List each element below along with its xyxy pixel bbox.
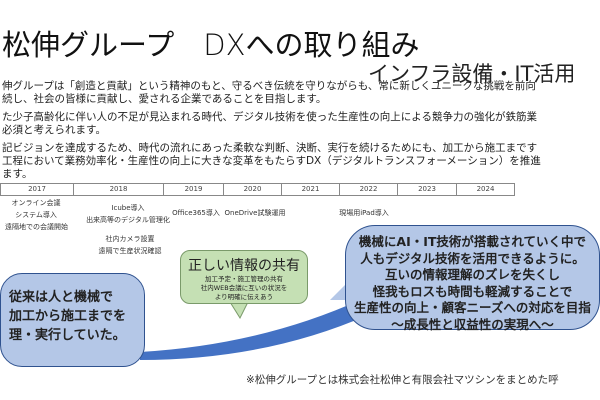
text-line: 記ビジョンを達成するため、時代の流れにあった柔軟な判断、決断、実行を続けるために… — [2, 142, 538, 154]
text-line: ます。 — [2, 168, 33, 180]
event-2020: OneDrive試験運用 — [224, 209, 286, 217]
year-cell: 2017 — [1, 184, 74, 195]
callout-line: ～成長性と収益性の実現へ～ — [391, 316, 554, 332]
event-line: 遠隔地での会議開始 — [5, 223, 68, 231]
event-2018-b: 社内カメラ設置遠隔で生産状況確認 — [90, 233, 170, 257]
callout-heading: 正しい情報の共有 — [188, 258, 300, 274]
paragraph-2: た少子高齢化に伴い人の不足が見込まれる時代、デジタル技術を使った生産性の向上によ… — [2, 111, 537, 137]
page-title: 松伸グループ DXへの取り組み — [2, 28, 420, 62]
text-line: た少子高齢化に伴い人の不足が見込まれる時代、デジタル技術を使った生産性の向上によ… — [2, 111, 537, 123]
event-line: Icube導入 — [111, 204, 145, 212]
callout-line: 社内WEB会議に互いの状況を — [200, 284, 288, 292]
year-cell: 2018 — [74, 184, 164, 195]
event-2018-a: Icube導入出来高等のデジタル管理化 — [82, 202, 174, 226]
event-line: システム導入 — [15, 211, 57, 219]
year-cell: 2019 — [164, 184, 224, 195]
curved-arrow — [140, 300, 368, 360]
callout-line: より明確に伝えあう — [214, 293, 274, 301]
event-2017: オンライン会議システム導入遠隔地での会議開始 — [5, 197, 68, 233]
callout-line: 理・実行していた。 — [9, 328, 126, 343]
year-cell: 2021 — [282, 184, 340, 195]
text-line: 伸グループは「創造と貢献」という精神のもと、守るべき伝統を守りながらも、常に新し… — [2, 80, 536, 92]
left-callout: 従来は人と機械で 加工から施工までを 理・実行していた。 — [0, 273, 145, 367]
callout-line: 加工から施工までを — [9, 309, 127, 324]
paragraph-1: 伸グループは「創造と貢献」という精神のもと、守るべき伝統を守りながらも、常に新し… — [2, 80, 536, 106]
green-callout-tail — [229, 301, 249, 320]
event-line: 出来高等のデジタル管理化 — [86, 216, 170, 224]
year-cell: 2022 — [340, 184, 398, 195]
event-line: オンライン会議 — [11, 199, 61, 207]
callout-line: 怪我もロスも時間も軽減することで — [372, 283, 573, 299]
event-line: 社内カメラ設置 — [105, 235, 155, 243]
footnote: ※松伸グループとは株式会社松伸と有限会社マツシンをまとめた呼 — [246, 374, 559, 386]
year-cell: 2023 — [398, 184, 457, 195]
text-line: 必須と考えられます。 — [2, 124, 106, 136]
paragraph-3: 記ビジョンを達成するため、時代の流れにあった柔軟な判断、決断、実行を続けるために… — [2, 142, 541, 181]
year-cell: 2020 — [224, 184, 282, 195]
callout-line: 生産性の向上・顧客ニーズへの対応を目指 — [354, 300, 591, 315]
callout-line: 機械にAI・IT技術が搭載されていく中で — [358, 234, 587, 249]
text-line: 工程において業務効率化・生産性の向上に大きな変革をもたらすDX（デジタルトランス… — [2, 155, 541, 167]
callout-line: 加工予定・施工管理の共有 — [205, 275, 283, 283]
event-2022: 現場用iPad導入 — [339, 209, 389, 217]
callout-line: 互いの情報理解のズレを失くし — [384, 267, 560, 282]
callout-line: 人もデジタル技術を活用できるように。 — [360, 250, 585, 266]
page-subtitle: インフラ設備・IT活用 — [368, 62, 576, 86]
timeline-header: 2017 2018 2019 2020 2021 2022 2023 2024 — [0, 183, 515, 196]
right-callout: 機械にAI・IT技術が搭載されていく中で 人もデジタル技術を活用できるように。 … — [345, 225, 600, 332]
event-2019: Office365導入 — [172, 209, 220, 217]
event-line: 遠隔で生産状況確認 — [98, 247, 162, 255]
text-line: 続し、社会の皆様に貢献し、愛される企業であることを目指します。 — [2, 93, 327, 105]
green-callout: 正しい情報の共有 加工予定・施工管理の共有 社内WEB会議に互いの状況を より明… — [180, 250, 308, 304]
year-cell: 2024 — [476, 185, 495, 193]
callout-line: 従来は人と機械で — [9, 290, 114, 305]
